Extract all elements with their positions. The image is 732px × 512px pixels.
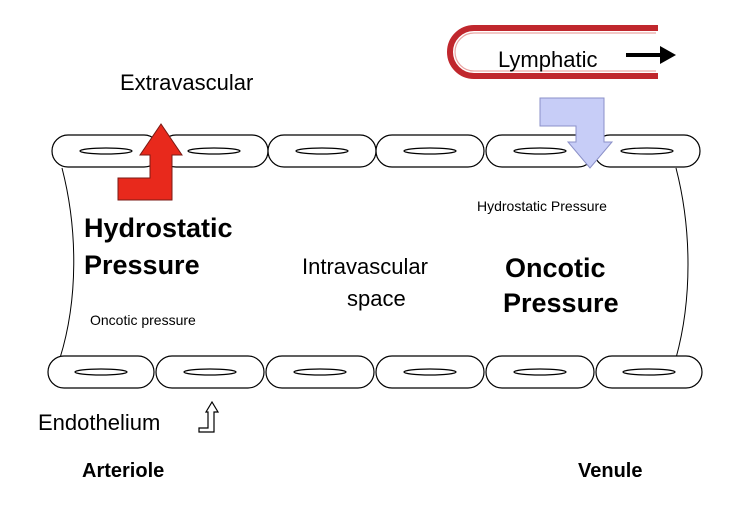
oncotic-pressure-venule-line2: Pressure <box>503 288 619 318</box>
lymphatic-vessel-inner <box>454 32 656 72</box>
cell-nucleus <box>79 147 133 155</box>
black-right-arrow-icon <box>626 46 676 64</box>
hydrostatic-pressure-venule-label: Hydrostatic Pressure <box>477 198 607 214</box>
endothelium-top-row <box>51 134 701 168</box>
vessel-wall-left <box>59 167 75 359</box>
intravascular-space-line1: Intravascular <box>302 254 428 279</box>
cell-nucleus <box>403 368 457 376</box>
extravascular-label: Extravascular <box>120 70 254 95</box>
cell-nucleus <box>293 368 347 376</box>
cell-nucleus <box>513 147 567 155</box>
venule-label: Venule <box>578 460 643 482</box>
oncotic-pressure-venule-line1: Oncotic <box>505 253 606 283</box>
oncotic-pressure-arteriole-label: Oncotic pressure <box>90 312 196 328</box>
cell-nucleus <box>513 368 567 376</box>
hydrostatic-pressure-arteriole-line2: Pressure <box>84 250 200 280</box>
cell-nucleus <box>620 147 674 155</box>
cell-nucleus <box>187 147 241 155</box>
lavender-down-arrow-icon <box>539 97 614 169</box>
outline-up-arrow-icon <box>198 400 220 433</box>
endothelium-bottom-row <box>47 355 703 389</box>
endothelium-label: Endothelium <box>38 410 161 435</box>
cell-nucleus <box>295 147 349 155</box>
red-up-arrow-icon <box>117 123 183 201</box>
vessel-wall-right <box>675 167 689 359</box>
cell-nucleus <box>622 368 676 376</box>
cell-nucleus <box>183 368 237 376</box>
intravascular-space-line2: space <box>347 286 406 311</box>
hydrostatic-pressure-arteriole-line1: Hydrostatic <box>84 213 233 243</box>
cell-nucleus <box>403 147 457 155</box>
arteriole-label: Arteriole <box>82 460 165 482</box>
cell-nucleus <box>74 368 128 376</box>
lymphatic-label: Lymphatic <box>498 47 598 72</box>
lymphatic-vessel <box>447 25 658 79</box>
